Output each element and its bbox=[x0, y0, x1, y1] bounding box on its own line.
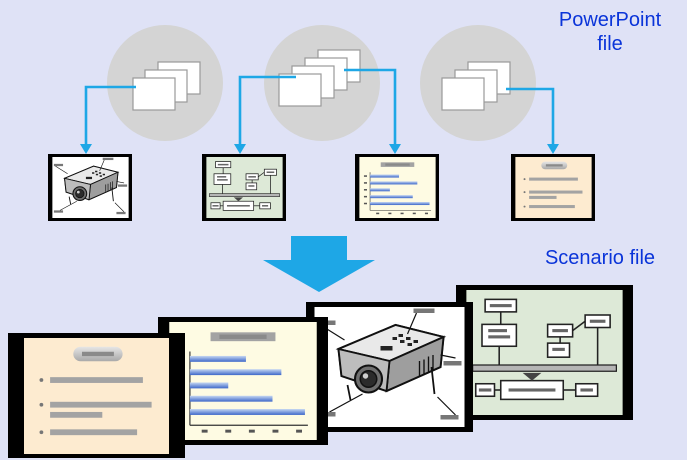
arrowhead-flowchart bbox=[234, 144, 246, 154]
arrow-to-list bbox=[506, 87, 555, 146]
page-stack-1 bbox=[132, 61, 201, 111]
arrowhead-barchart bbox=[389, 144, 401, 154]
arrow-to-projector bbox=[84, 85, 136, 146]
scenario-slides bbox=[8, 285, 633, 458]
powerpoint-file-group bbox=[107, 25, 536, 141]
connector-arrows bbox=[84, 68, 555, 146]
scenario-slide-bullet-list bbox=[8, 333, 185, 458]
arrowhead-list bbox=[547, 144, 559, 154]
powerpoint-label-line2: file bbox=[597, 33, 623, 55]
scenario-slide-bar-chart bbox=[158, 317, 328, 445]
thumbnail-projector bbox=[48, 154, 132, 221]
scenario-slide-flowchart bbox=[456, 285, 633, 420]
thumbnail-flowchart bbox=[202, 154, 286, 221]
thumbnail-bullet-list bbox=[511, 154, 595, 221]
scenario-file-label: Scenario file bbox=[544, 247, 656, 269]
scenario-slide-projector bbox=[306, 302, 473, 432]
thumbnail-bar-chart bbox=[355, 154, 439, 221]
page-stack-2 bbox=[278, 49, 361, 107]
big-down-arrow bbox=[263, 236, 375, 292]
arrow-to-flowchart bbox=[238, 75, 296, 146]
powerpoint-file-label: PowerPoint file bbox=[540, 8, 680, 56]
arrow-to-barchart bbox=[344, 68, 397, 146]
page-stack-3 bbox=[441, 61, 511, 111]
arrowhead-projector bbox=[80, 144, 92, 154]
powerpoint-label-line1: PowerPoint bbox=[558, 9, 662, 31]
slide-thumbnails bbox=[48, 154, 595, 221]
